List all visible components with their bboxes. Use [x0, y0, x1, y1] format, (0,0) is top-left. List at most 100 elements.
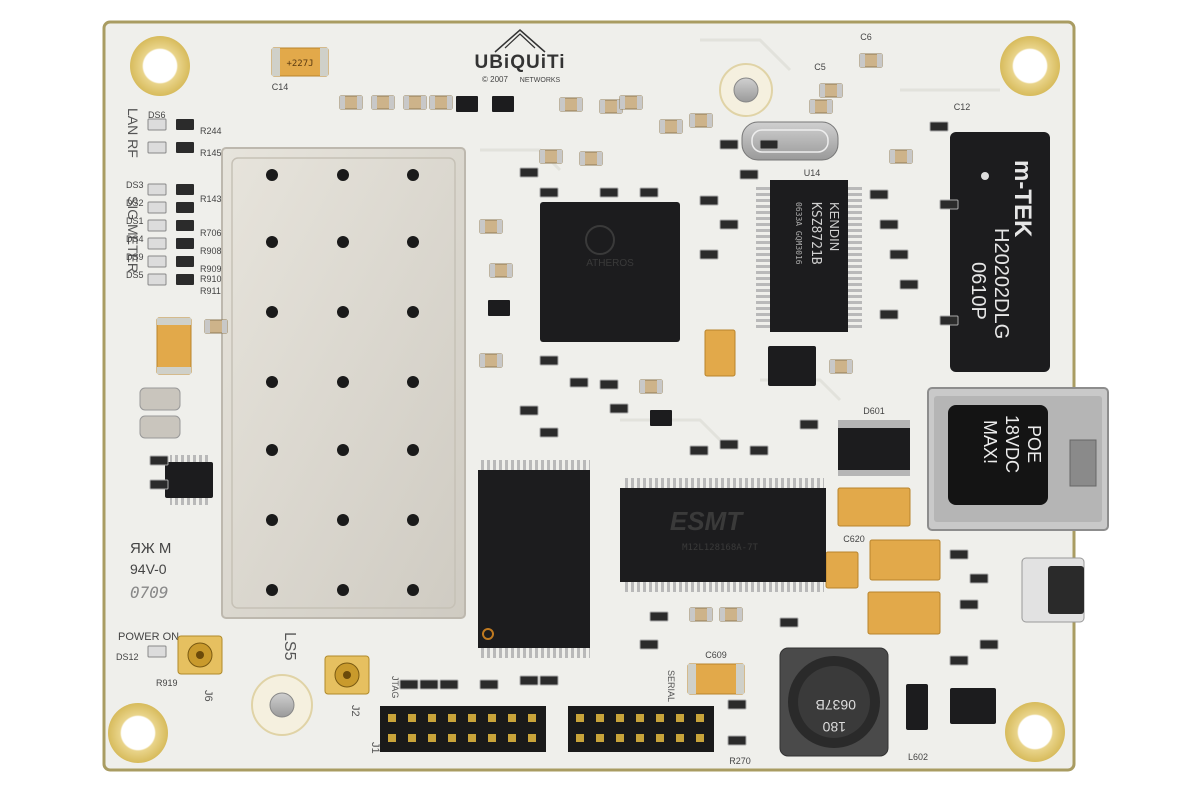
smd-terminal	[577, 98, 582, 111]
header-pin	[468, 714, 476, 722]
vent-hole	[337, 376, 349, 388]
header-pin	[428, 714, 436, 722]
label-ds4: DS4	[126, 234, 144, 244]
smd-terminal	[222, 320, 227, 333]
capacitor-c833	[139, 387, 181, 411]
led	[147, 141, 167, 154]
label-c14: C14	[272, 82, 289, 92]
smd-resistor	[939, 199, 959, 210]
smd-resistor	[519, 167, 539, 178]
smd-resistor	[539, 187, 559, 198]
smd-resistor	[539, 355, 559, 366]
smd-terminal	[640, 380, 645, 393]
header-pin	[576, 714, 584, 722]
smd-resistor	[949, 549, 969, 560]
inductor-code: 0637B	[816, 697, 856, 713]
smd-resistor	[569, 377, 589, 388]
header-pin	[656, 734, 664, 742]
smd-terminal	[497, 354, 502, 367]
vent-hole	[266, 169, 278, 181]
sdram-brand: ESMT	[670, 506, 744, 536]
crystal-y1	[741, 121, 839, 161]
header-housing	[380, 706, 546, 752]
vent-hole	[337, 584, 349, 596]
serial-label: SERIAL	[666, 670, 676, 702]
transformer-part: H20202DLG	[990, 228, 1012, 339]
smd-resistor	[727, 735, 747, 746]
smd-resistor	[639, 639, 659, 650]
label-r919: R919	[156, 678, 178, 688]
smd-resistor	[519, 405, 539, 416]
vent-hole	[337, 306, 349, 318]
transformer-brand: m-TEK	[1009, 160, 1036, 238]
label-r143: R143	[200, 194, 222, 204]
capacitor-c831	[139, 415, 181, 439]
smd-terminal	[860, 54, 865, 67]
header-pin	[696, 714, 704, 722]
resistor	[176, 274, 194, 285]
header-housing	[568, 706, 714, 752]
smd-terminal	[890, 150, 895, 163]
smd-resistor	[479, 679, 499, 690]
smd-resistor	[929, 121, 949, 132]
smd-terminal	[580, 152, 585, 165]
header-pin	[488, 714, 496, 722]
esmt-sdram-chip: ESMT M12L128168A-7T	[620, 478, 826, 592]
smd-terminal	[480, 354, 485, 367]
vent-hole	[266, 514, 278, 526]
header-pin	[576, 734, 584, 742]
label-c620: C620	[843, 534, 865, 544]
mounting-holes	[108, 36, 1065, 763]
header-pin	[616, 714, 624, 722]
resistor	[176, 119, 194, 130]
mtek-transformer: m-TEK H20202DLG 0610P	[950, 132, 1050, 372]
smd-resistor	[979, 639, 999, 650]
resistor	[176, 220, 194, 231]
smd-resistor	[419, 679, 439, 690]
smd-terminal	[820, 84, 825, 97]
tantalum-small-center	[704, 329, 736, 377]
label-ds1: DS1	[126, 216, 144, 226]
smd-terminal	[421, 96, 426, 109]
smd-resistor	[889, 249, 909, 260]
smd-resistor	[149, 455, 169, 466]
brand-sub-text: NETWORKS	[520, 77, 561, 84]
smd-terminal	[707, 608, 712, 621]
smd-resistor	[699, 249, 719, 260]
smd-terminal	[690, 608, 695, 621]
reset-button	[1021, 557, 1085, 623]
smd-resistor	[149, 479, 169, 490]
smd-terminal	[600, 100, 605, 113]
label-r706: R706	[200, 228, 222, 238]
shield-vent-holes	[266, 169, 419, 596]
vent-hole	[266, 306, 278, 318]
jtag-label: JTAG	[390, 676, 400, 698]
smd-terminal	[690, 114, 695, 127]
header-pin	[676, 734, 684, 742]
smd-resistor	[759, 139, 779, 150]
smd-terminal	[827, 100, 832, 113]
led	[147, 237, 167, 250]
header-pin	[508, 734, 516, 742]
date-code: 0709	[130, 583, 169, 602]
so8-chip-center	[768, 346, 816, 386]
ul-mark: ЯЖ M	[130, 540, 171, 557]
smd-terminal	[620, 96, 625, 109]
label-r908: R908	[200, 246, 222, 256]
flammability-rating: 94V-0	[130, 561, 167, 577]
header-pin	[428, 734, 436, 742]
so8-chip-bottom-right	[950, 688, 996, 724]
smd-terminal	[340, 96, 345, 109]
smd-terminal	[737, 608, 742, 621]
vent-hole	[266, 236, 278, 248]
left-so8-chip	[165, 455, 213, 505]
smd-resistor	[879, 309, 899, 320]
atheros-soc: ATHEROS	[540, 202, 680, 342]
j6-label: J6	[202, 690, 214, 702]
brand-text: UBiQUiTi	[474, 52, 565, 73]
tantalum-left	[156, 317, 192, 375]
led	[147, 183, 167, 196]
label-ds12: DS12	[116, 652, 139, 662]
tantalum-marking: +227J	[286, 59, 313, 69]
